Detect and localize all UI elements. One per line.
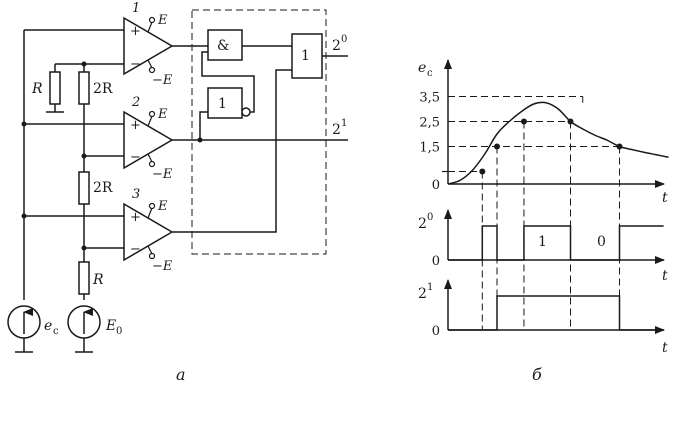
not-gate	[207, 87, 243, 119]
terminal	[148, 110, 156, 118]
bit1-tick-label: 0	[432, 324, 440, 339]
ec-tick-label: 0	[432, 178, 440, 193]
ec-tick-label: 2,5	[419, 116, 440, 131]
plot-bit1: 0	[432, 279, 665, 339]
ec-tick-label: 1,5	[419, 141, 440, 156]
encoder-boundary	[191, 9, 327, 255]
resistor-2r-top-label: 2R	[93, 81, 113, 97]
comparator-3: + − 3 E −E	[123, 187, 174, 274]
bit1-axis-label-exp: 1	[427, 282, 433, 293]
or-gate-symbol: 1	[301, 48, 310, 64]
ec-signal-curve	[447, 101, 669, 185]
output-bit0-label: 2	[332, 38, 341, 54]
reference-source-label: E	[105, 318, 116, 334]
ec-tick-label: 3,5	[419, 91, 440, 106]
bit1-axis-label: 2	[418, 286, 427, 302]
input-source-label: e	[44, 318, 52, 334]
terminal	[148, 160, 156, 168]
node-dot	[81, 245, 87, 251]
circuit-diagram: R 2R 2R R e c E 0 + − 1	[7, 1, 348, 384]
reference-source-e0: E 0	[67, 305, 122, 353]
crossing-point	[616, 143, 623, 150]
resistor-2r-top	[78, 71, 90, 105]
bit0-tick-label: 0	[432, 254, 440, 269]
crossing-point	[520, 118, 527, 125]
node-dot	[197, 137, 203, 143]
bit0-annotation-one: 1	[538, 234, 547, 250]
timing-caption: б	[532, 365, 542, 384]
comparator-plus: +	[130, 24, 141, 39]
not-gate-symbol: 1	[218, 96, 227, 112]
ec-axis-label-sub: c	[427, 68, 433, 79]
bit1-waveform	[448, 295, 664, 331]
node-dot	[81, 153, 87, 159]
crossing-point	[479, 168, 486, 175]
reference-source-sub: 0	[116, 326, 122, 337]
terminal	[148, 202, 156, 210]
supply-label: E	[157, 13, 168, 28]
resistor-2r-middle-label: 2R	[93, 180, 113, 196]
t-axis-label: t	[662, 190, 668, 206]
supply-label: E	[157, 107, 168, 122]
output-bit1-label: 2	[332, 122, 341, 138]
comparator-1: + − 1 E −E	[123, 1, 174, 88]
or-gate	[291, 33, 323, 79]
reference-bus	[46, 63, 124, 300]
input-source-sub: c	[53, 326, 59, 337]
node-dot	[21, 213, 27, 219]
input-bus	[23, 29, 124, 300]
ec-axis-label: e	[418, 60, 426, 76]
supply-label: −E	[152, 167, 173, 182]
resistor-r-left-label: R	[31, 81, 43, 97]
t-axis-label: t	[662, 340, 668, 356]
timing-diagram: 0 1,5 2,5 3,5 0 0 e c 2 0 2 1 t t t 1 0 б	[418, 59, 669, 384]
bit0-annotation-zero: 0	[597, 234, 606, 250]
comparator-plus: +	[130, 118, 141, 133]
threshold-guides	[448, 96, 620, 330]
comparator-number: 1	[132, 1, 140, 16]
input-source-ec: e c	[7, 305, 59, 353]
supply-label: −E	[152, 259, 173, 274]
circuit-caption: a	[176, 365, 186, 384]
t-axis-label: t	[662, 268, 668, 284]
terminal	[148, 252, 156, 260]
comparator-minus: −	[130, 242, 141, 257]
resistor-r-bottom	[78, 261, 90, 295]
crossing-point	[494, 143, 500, 150]
comparator-number: 3	[132, 187, 140, 202]
bit0-axis-label-exp: 0	[427, 212, 433, 223]
terminal	[148, 16, 156, 24]
plot-ec: 0 1,5 2,5 3,5	[419, 59, 669, 193]
encoder-wiring	[172, 45, 348, 233]
comparator-number: 2	[131, 95, 140, 110]
plot-bit0: 0	[432, 209, 665, 269]
inverter-bubble	[241, 107, 251, 117]
and-gate	[207, 29, 243, 61]
resistor-2r-middle	[78, 171, 90, 205]
comparator-2: + − 2 E −E	[123, 95, 174, 182]
node-dot	[81, 61, 87, 67]
crossing-point	[567, 118, 574, 125]
and-gate-symbol: &	[217, 38, 229, 54]
output-bit1-exp: 1	[341, 118, 347, 129]
resistor-r-left	[49, 71, 61, 105]
terminal	[148, 66, 156, 74]
comparator-minus: −	[130, 57, 141, 72]
bit0-waveform	[448, 225, 664, 261]
supply-label: −E	[152, 73, 173, 88]
supply-label: E	[157, 199, 168, 214]
comparator-minus: −	[130, 150, 141, 165]
resistor-r-bottom-label: R	[92, 272, 104, 288]
node-dot	[21, 121, 27, 127]
bit0-axis-label: 2	[418, 216, 427, 232]
comparator-plus: +	[130, 210, 141, 225]
output-bit0-exp: 0	[341, 34, 347, 45]
